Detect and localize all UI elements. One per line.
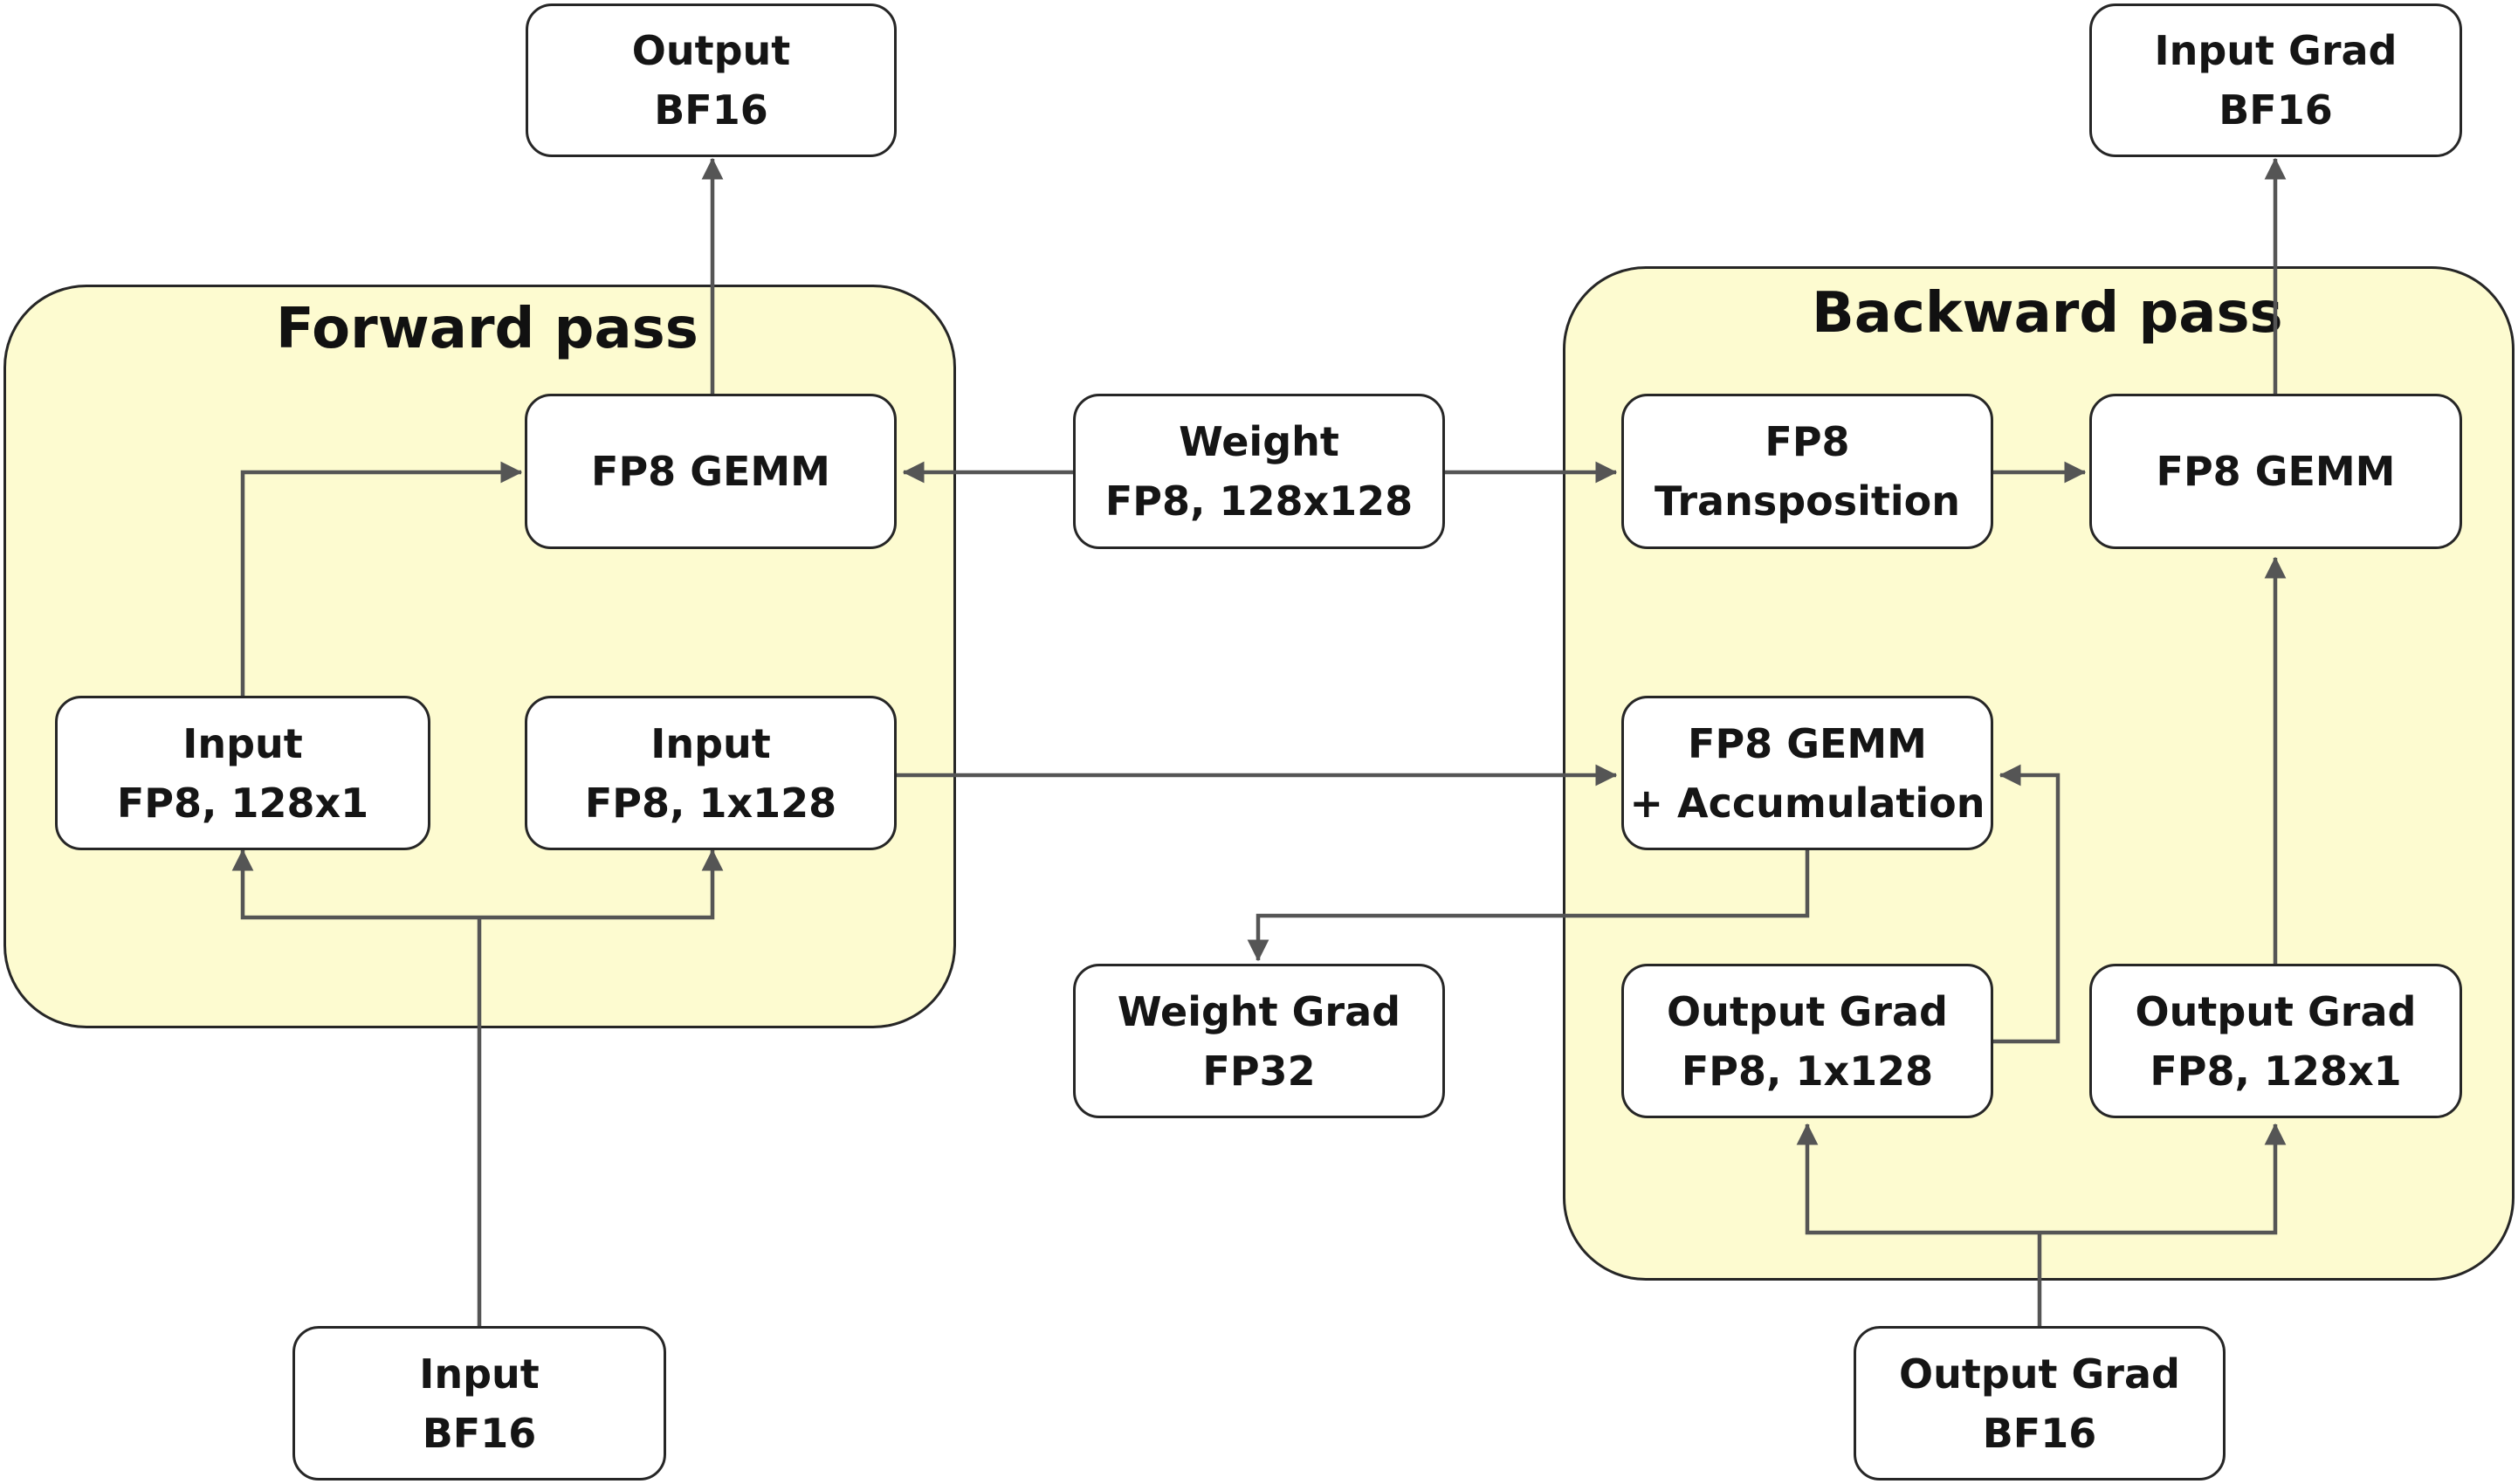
fwd-input-fp8-1x128-box: Input FP8, 1x128 bbox=[525, 696, 897, 850]
fwd-fp8-gemm-box: FP8 GEMM bbox=[525, 394, 897, 549]
weight-grad-line2: FP32 bbox=[1202, 1047, 1316, 1095]
bwd-transposition-line2: Transposition bbox=[1655, 477, 1960, 525]
arrow-gemm-accum-to-weight-grad bbox=[1247, 850, 1810, 962]
arrow-output-grad-to-outgrad1x128 bbox=[1796, 1123, 2040, 1235]
output-grad-bf16-line1: Output Grad bbox=[1899, 1350, 2180, 1398]
bwd-fp8-transposition-box: FP8 Transposition bbox=[1621, 394, 1993, 549]
fwd-output-line2: BF16 bbox=[654, 86, 768, 134]
arrow-input128x1-to-fwd-gemm bbox=[240, 461, 523, 696]
fwd-input-1x128-line1: Input bbox=[650, 719, 771, 767]
bwd-output-grad-fp8-128x1-box: Output Grad FP8, 128x1 bbox=[2089, 964, 2462, 1118]
arrow-input-bf16-to-input1x128 bbox=[479, 848, 724, 920]
input-grad-bf16-box: Input Grad BF16 bbox=[2089, 3, 2462, 157]
input-grad-line1: Input Grad bbox=[2154, 27, 2398, 74]
arrow-outgrad1x128-to-gemm-accum bbox=[1993, 764, 2060, 1044]
input-bf16-line1: Input bbox=[419, 1350, 540, 1398]
fwd-output-bf16-box: Output BF16 bbox=[526, 3, 897, 157]
arrow-output-grad-to-outgrad128x1 bbox=[2040, 1123, 2287, 1235]
output-grad-bf16-box: Output Grad BF16 bbox=[1854, 1326, 2226, 1481]
weight-fp8-128x128-box: Weight FP8, 128x128 bbox=[1073, 394, 1445, 549]
input-grad-line2: BF16 bbox=[2219, 86, 2333, 134]
weight-line2: FP8, 128x128 bbox=[1104, 477, 1414, 525]
weight-line1: Weight bbox=[1179, 418, 1339, 465]
bwd-fp8-gemm-box: FP8 GEMM bbox=[2089, 394, 2462, 549]
input-bf16-line2: BF16 bbox=[422, 1409, 537, 1457]
fwd-input-fp8-128x1-box: Input FP8, 128x1 bbox=[55, 696, 430, 850]
bwd-output-grad-fp8-1x128-box: Output Grad FP8, 1x128 bbox=[1621, 964, 1993, 1118]
fwd-gemm-label: FP8 GEMM bbox=[591, 448, 830, 495]
bwd-gemm-accum-line1: FP8 GEMM bbox=[1688, 719, 1927, 767]
fwd-output-line1: Output bbox=[631, 27, 791, 74]
bwd-gemm-label: FP8 GEMM bbox=[2156, 448, 2396, 495]
forward-pass-title: Forward pass bbox=[276, 297, 698, 361]
fwd-input-1x128-line2: FP8, 1x128 bbox=[584, 779, 837, 827]
bwd-outgrad-128x1-line2: FP8, 128x1 bbox=[2150, 1047, 2402, 1095]
arrow-input-bf16-to-input128x1 bbox=[231, 848, 479, 920]
backward-pass-title: Backward pass bbox=[1812, 281, 2283, 346]
fwd-input-128x1-line2: FP8, 128x1 bbox=[116, 779, 369, 827]
bwd-gemm-accum-line2: + Accumulation bbox=[1629, 779, 1985, 827]
bwd-fp8-gemm-accumulation-box: FP8 GEMM + Accumulation bbox=[1621, 696, 1993, 850]
bwd-outgrad-1x128-line1: Output Grad bbox=[1667, 987, 1948, 1035]
weight-grad-line1: Weight Grad bbox=[1117, 987, 1401, 1035]
bwd-outgrad-128x1-line1: Output Grad bbox=[2135, 987, 2417, 1035]
weight-grad-fp32-box: Weight Grad FP32 bbox=[1073, 964, 1445, 1118]
bwd-outgrad-1x128-line2: FP8, 1x128 bbox=[1681, 1047, 1934, 1095]
fwd-input-128x1-line1: Input bbox=[182, 719, 303, 767]
bwd-transposition-line1: FP8 bbox=[1765, 418, 1850, 465]
input-bf16-box: Input BF16 bbox=[292, 1326, 666, 1481]
output-grad-bf16-line2: BF16 bbox=[1982, 1409, 2097, 1457]
